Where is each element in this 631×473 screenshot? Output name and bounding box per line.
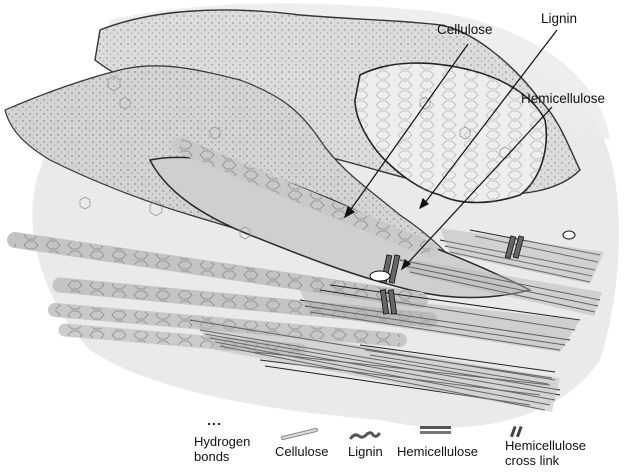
label-lignin: Lignin bbox=[541, 11, 577, 26]
legend-hydrogen-bonds: Hydrogen bonds bbox=[194, 434, 250, 464]
legend-lignin: Lignin bbox=[348, 444, 383, 459]
legend-hemicellulose: Hemicellulose bbox=[397, 444, 478, 459]
legend-crosslink-swatch bbox=[510, 426, 523, 437]
label-cellulose: Cellulose bbox=[437, 22, 493, 37]
legend-hemicellulose-swatch-2 bbox=[420, 431, 451, 434]
legend-hemicellulose-cross-link: Hemicellulose cross link bbox=[505, 438, 586, 468]
legend-cross-link-line2: cross link bbox=[505, 453, 586, 468]
legend-hydrogen-bonds-line2: bonds bbox=[194, 449, 250, 464]
hemicellulose-knot bbox=[370, 271, 390, 281]
legend-cellulose-swatch-edge bbox=[283, 430, 316, 438]
legend-hemicellulose-swatch bbox=[420, 426, 451, 429]
hemicellulose-knot-2 bbox=[563, 231, 575, 239]
legend-cellulose: Cellulose bbox=[275, 444, 328, 459]
label-hemicellulose: Hemicellulose bbox=[521, 91, 605, 106]
legend-cross-link-line1: Hemicellulose bbox=[505, 438, 586, 453]
legend-hydrogen-bonds-line1: Hydrogen bbox=[194, 434, 250, 449]
legend-lignin-swatch bbox=[351, 433, 379, 438]
legend-hydrogen-dots bbox=[208, 423, 220, 425]
